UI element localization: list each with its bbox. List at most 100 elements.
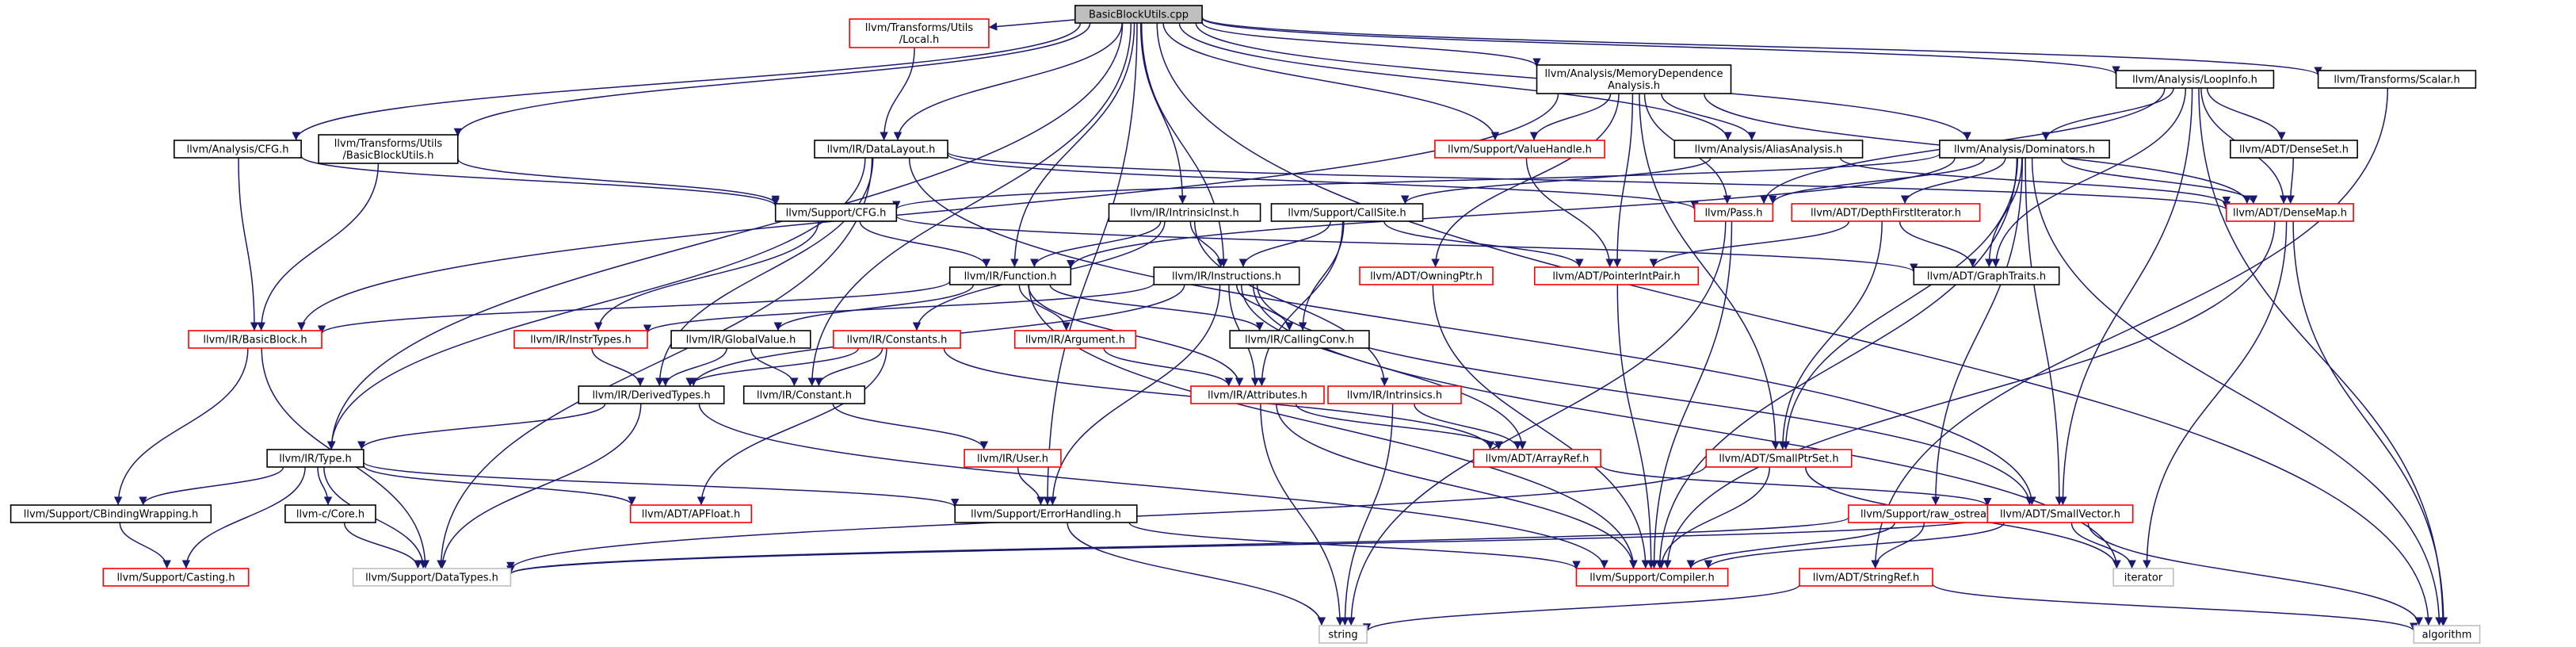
node-label: llvm/Analysis/AliasAnalysis.h bbox=[1695, 144, 1843, 156]
node-label: llvm/ADT/PointerIntPair.h bbox=[1552, 271, 1680, 283]
edge-instrtypes-to-derivedtypes bbox=[591, 347, 645, 387]
node-llvm-support-callsite-h[interactable]: llvm/Support/CallSite.h bbox=[1270, 203, 1424, 222]
node-llvm-ir-basicblock-h[interactable]: llvm/IR/BasicBlock.h bbox=[188, 330, 322, 349]
node-label: llvm/IR/User.h bbox=[977, 454, 1048, 465]
node-llvm-ir-type-h[interactable]: llvm/IR/Type.h bbox=[266, 449, 364, 468]
node-llvm-adt-stringref-h[interactable]: llvm/ADT/StringRef.h bbox=[1799, 568, 1933, 587]
node-llvm-adt-arrayref-h[interactable]: llvm/ADT/ArrayRef.h bbox=[1473, 449, 1601, 468]
node-llvm-pass-h[interactable]: llvm/Pass.h bbox=[1693, 203, 1774, 222]
node-box bbox=[2230, 140, 2358, 159]
node-box bbox=[1153, 266, 1300, 285]
edge-root-to-scalar bbox=[1201, 17, 2322, 76]
node-llvm-ir-function-h[interactable]: llvm/IR/Function.h bbox=[948, 266, 1072, 285]
edge-loopinfo-to-algorithm bbox=[2198, 87, 2448, 626]
edge-intrinsics-to-string bbox=[1341, 403, 1394, 626]
node-box bbox=[513, 330, 648, 349]
node-llvm-ir-constants-h[interactable]: llvm/IR/Constants.h bbox=[833, 330, 961, 349]
edge-root-to-intrinsicinst bbox=[1139, 22, 1187, 205]
node-llvm-adt-smallvector-h[interactable]: llvm/ADT/SmallVector.h bbox=[1986, 504, 2134, 523]
node-box bbox=[1913, 266, 2060, 285]
edge-type-to-apfloat bbox=[363, 465, 636, 506]
node-label: llvm/IR/Attributes.h bbox=[1208, 390, 1307, 402]
edge-root-to-bbutils bbox=[453, 22, 1091, 137]
node-label: llvm/Pass.h bbox=[1704, 208, 1762, 220]
node-box bbox=[2413, 625, 2481, 644]
node-llvm-ir-callingconv-h[interactable]: llvm/IR/CallingConv.h bbox=[1229, 330, 1370, 349]
edge-root-to-function bbox=[1010, 22, 1135, 268]
node-llvm-ir-derivedtypes-h[interactable]: llvm/IR/DerivedTypes.h bbox=[578, 385, 725, 404]
edge-support_cfg-to-function bbox=[859, 220, 990, 268]
edge-dominators-to-graphtraits bbox=[1985, 157, 2023, 268]
node-llvm-ir-instructions-h[interactable]: llvm/IR/Instructions.h bbox=[1153, 266, 1300, 285]
edge-function-to-callingconv bbox=[1049, 284, 1264, 331]
node-llvm-support-cbindingwrapping-h[interactable]: llvm/Support/CBindingWrapping.h bbox=[10, 504, 212, 523]
node-llvm-ir-intrinsics-h[interactable]: llvm/IR/Intrinsics.h bbox=[1327, 385, 1462, 404]
edge-smallvector-to-datatypes bbox=[506, 515, 1989, 575]
node-llvm-ir-constant-h[interactable]: llvm/IR/Constant.h bbox=[742, 385, 866, 404]
edge-cbinding-to-casting bbox=[119, 522, 171, 569]
edge-memdep-to-pointerintpair bbox=[1612, 93, 1634, 268]
node-label: llvm/ADT/DenseMap.h bbox=[2233, 208, 2347, 220]
edge-function-to-compiler bbox=[1028, 284, 1638, 569]
node-label: llvm/IR/GlobalValue.h bbox=[686, 335, 796, 346]
node-llvm-adt-pointerintpair-h[interactable]: llvm/ADT/PointerIntPair.h bbox=[1534, 266, 1700, 285]
edge-root-to-aliasanalysis bbox=[1178, 22, 1732, 141]
node-box bbox=[318, 134, 459, 164]
node-box bbox=[1434, 140, 1605, 159]
node-llvm-adt-smallptrset-h[interactable]: llvm/ADT/SmallPtrSet.h bbox=[1705, 449, 1853, 468]
node-llvm-analysis-loopinfo-h[interactable]: llvm/Analysis/LoopInfo.h bbox=[2115, 70, 2275, 89]
node-llvm-support-compiler-h[interactable]: llvm/Support/Compiler.h bbox=[1575, 568, 1729, 587]
node-box bbox=[102, 568, 250, 587]
edge-raw_ostream-to-datatypes bbox=[506, 516, 1849, 575]
node-llvm-transforms-scalar-h[interactable]: llvm/Transforms/Scalar.h bbox=[2317, 70, 2477, 89]
node-llvm-adt-graphtraits-h[interactable]: llvm/ADT/GraphTraits.h bbox=[1913, 266, 2060, 285]
node-llvm-support-cfg-h[interactable]: llvm/Support/CFG.h bbox=[774, 203, 898, 222]
node-llvm-ir-globalvalue-h[interactable]: llvm/IR/GlobalValue.h bbox=[670, 330, 811, 349]
edge-bbutils-to-support_cfg bbox=[457, 159, 780, 205]
edge-arrayref-to-smallvector bbox=[1600, 464, 1992, 507]
edge-attributes-to-string bbox=[1260, 403, 1345, 626]
edge-errorhandling-to-string bbox=[1067, 522, 1326, 626]
node-llvm-analysis-cfg-h[interactable]: llvm/Analysis/CFG.h bbox=[174, 140, 302, 159]
node-llvm-transforms-utils-basicblockutils-h[interactable]: llvm/Transforms/Utils/BasicBlockUtils.h bbox=[318, 134, 459, 164]
node-box bbox=[1799, 568, 1933, 587]
edge-denseset-to-densemap bbox=[2286, 157, 2295, 205]
node-llvm-ir-instrtypes-h[interactable]: llvm/IR/InstrTypes.h bbox=[513, 330, 648, 349]
node-llvm-adt-denseset-h[interactable]: llvm/ADT/DenseSet.h bbox=[2230, 140, 2358, 159]
node-llvm-adt-owningptr-h[interactable]: llvm/ADT/OwningPtr.h bbox=[1359, 266, 1494, 285]
edge-loopinfo-to-denseset bbox=[2206, 87, 2286, 141]
node-label: llvm/IR/Instructions.h bbox=[1172, 271, 1281, 283]
node-llvm-ir-argument-h[interactable]: llvm/IR/Argument.h bbox=[1013, 330, 1137, 349]
node-box bbox=[1190, 385, 1325, 404]
node-llvm-transforms-utils-local-h[interactable]: llvm/Transforms/Utils/Local.h bbox=[849, 18, 990, 48]
node-llvm-support-valuehandle-h[interactable]: llvm/Support/ValueHandle.h bbox=[1434, 140, 1605, 159]
edge-datalayout-to-smallvector bbox=[908, 157, 2036, 506]
node-llvm-support-casting-h[interactable]: llvm/Support/Casting.h bbox=[102, 568, 250, 587]
edge-memdep-to-aliasanalysis bbox=[1661, 93, 1757, 141]
node-llvm-ir-intrinsicinst-h[interactable]: llvm/IR/IntrinsicInst.h bbox=[1108, 203, 1261, 222]
edge-constants-to-apfloat bbox=[696, 347, 887, 506]
node-llvm-support-errorhandling-h[interactable]: llvm/Support/ErrorHandling.h bbox=[954, 504, 1138, 523]
edge-memdep-to-valuehandle bbox=[1529, 93, 1612, 141]
node-llvm-ir-attributes-h[interactable]: llvm/IR/Attributes.h bbox=[1190, 385, 1325, 404]
node-llvm-ir-user-h[interactable]: llvm/IR/User.h bbox=[964, 449, 1062, 468]
node-label: llvm/IR/Function.h bbox=[964, 271, 1057, 283]
node-llvm-analysis-aliasanalysis-h[interactable]: llvm/Analysis/AliasAnalysis.h bbox=[1673, 140, 1864, 159]
edge-callsite-to-pointerintpair bbox=[1383, 220, 1584, 268]
node-llvm-adt-apfloat-h[interactable]: llvm/ADT/APFloat.h bbox=[629, 504, 753, 523]
edge-pass-to-string bbox=[1346, 220, 1727, 626]
node-box bbox=[1013, 330, 1137, 349]
node-box bbox=[629, 504, 753, 523]
node-label: llvm/Support/ErrorHandling.h bbox=[971, 509, 1121, 521]
edge-intrinsicinst-to-instructions bbox=[1189, 220, 1225, 268]
node-llvm-analysis-dominators-h[interactable]: llvm/Analysis/Dominators.h bbox=[1939, 140, 2110, 159]
node-box bbox=[1229, 330, 1370, 349]
edge-dominators-to-dfiter bbox=[1900, 157, 2006, 205]
node-llvm-adt-densemap-h[interactable]: llvm/ADT/DenseMap.h bbox=[2226, 203, 2354, 222]
node-llvm-c-core-h[interactable]: llvm-c/Core.h bbox=[284, 504, 376, 523]
node-label: llvm-c/Core.h bbox=[296, 509, 364, 521]
edge-stringref-to-string bbox=[1363, 584, 1800, 633]
node-llvm-ir-datalayout-h[interactable]: llvm/IR/DataLayout.h bbox=[814, 140, 948, 159]
node-llvm-adt-depthfirstiterator-h[interactable]: llvm/ADT/DepthFirstIterator.h bbox=[1791, 203, 1981, 222]
